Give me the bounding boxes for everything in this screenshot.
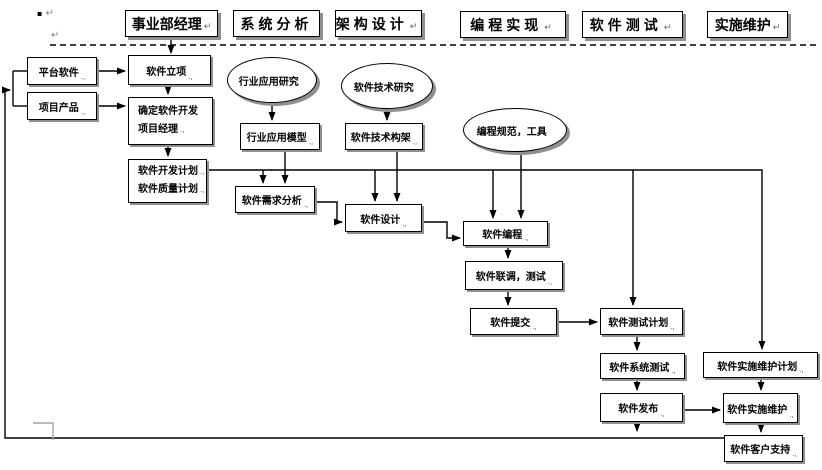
node-label: 软件立项 (146, 66, 187, 78)
lane-label: 实施维护 (714, 17, 771, 34)
node-software-coding: 软件编程., (463, 221, 548, 246)
pilcrow-icon: ↵ (51, 30, 60, 41)
paragraph-mark: ▪ ↵ (37, 9, 54, 19)
node-implementation-maintenance: 软件实施维护., (723, 393, 798, 423)
node-label: 软件客户支持 (730, 445, 791, 456)
eol-mark: ., (200, 167, 205, 176)
node-label: 软件技术构架 (350, 133, 411, 144)
eol-mark: ., (415, 97, 421, 105)
node-software-submission: 软件提交., (470, 308, 557, 335)
ellipse-label: 行业应用研究 (238, 76, 299, 88)
node-label: 软件提交 (490, 318, 531, 329)
node-label: 软件设计 (360, 214, 401, 226)
node-industry-application-model: 行业应用模型., (240, 123, 320, 150)
lane-label: 事业部经理 (131, 16, 202, 33)
lane-label: 软件测试 (589, 17, 662, 34)
node-assign-project-manager: 确定软件开发 项目经理., (128, 97, 213, 145)
node-label: 软件测试计划 (608, 318, 669, 329)
node-label: 软件需求分析 (241, 196, 302, 207)
node-implementation-maintenance-plan: 软件实施维护计划., (703, 352, 818, 378)
node-software-requirements-analysis: 软件需求分析., (235, 186, 315, 213)
eol-mark: ., (792, 450, 797, 458)
eol-mark: ., (188, 73, 193, 81)
eol-mark: ., (660, 410, 665, 418)
eol-mark: ↵ (663, 23, 676, 33)
eol-mark: ., (524, 234, 529, 242)
node-platform-software: 平台软件., (27, 57, 97, 85)
node-software-initiation: 软件立项., (128, 55, 211, 85)
node-joint-debugging-testing: 软件联调，测试., (465, 261, 563, 290)
node-software-system-test: 软件系统测试., (600, 353, 685, 379)
eol-mark: ., (300, 91, 306, 99)
eol-mark: ., (789, 411, 794, 419)
connector-design-to-coding (422, 221, 461, 242)
eol-mark: ., (80, 108, 86, 116)
eol-mark: ., (670, 323, 675, 331)
ellipse-coding-standards-tools: 编程规范，工具., (463, 108, 567, 152)
node-label-line2: 项目经理., (138, 124, 185, 135)
node-customer-support: 软件客户支持., (724, 435, 803, 462)
eol-mark: ., (548, 140, 554, 148)
eol-mark: ↵ (544, 23, 556, 33)
node-label: 行业应用模型 (246, 133, 307, 144)
eol-mark: ., (412, 138, 418, 146)
node-software-technical-framework: 软件技术构架., (345, 123, 423, 150)
node-label: 软件联调，测试 (475, 272, 546, 283)
eol-mark: ., (532, 323, 537, 331)
lane-header-testing: 软件测试↵ (582, 11, 683, 38)
node-label: 软件实施维护计划 (717, 361, 798, 373)
gray-elbow-artifact (33, 422, 54, 440)
node-software-design: 软件设计., (345, 204, 422, 232)
lane-label: 编程实现 (470, 17, 543, 34)
node-label-line1: 软件开发计划., (138, 165, 205, 177)
eol-mark: ., (200, 186, 205, 194)
eol-mark: ., (671, 367, 676, 375)
bullet-square-icon: ▪ (37, 9, 43, 18)
lane-header-manager: 事业部经理↵ (125, 10, 218, 37)
lane-header-maintenance: 实施维护↵ (707, 11, 788, 38)
node-label: 平台软件 (38, 67, 79, 79)
eol-mark: ↵ (772, 23, 781, 33)
paragraph-mark: ↵ (51, 31, 59, 41)
lane-header-coding: 编程实现↵ (460, 11, 566, 38)
node-software-test-plan: 软件测试计划., (600, 308, 683, 335)
eol-mark: ., (308, 138, 314, 146)
eol-mark: ↵ (409, 22, 422, 32)
lane-label: 架构设计 (335, 16, 408, 33)
ellipse-software-technology-research: 软件技术研究., (341, 63, 433, 109)
eol-mark: ., (547, 278, 553, 286)
eol-mark: ., (799, 366, 804, 374)
ellipse-label: 编程规范，工具 (476, 126, 547, 138)
node-project-product: 项目产品., (27, 92, 97, 120)
lane-label: 系统分析 (240, 16, 313, 33)
lane-header-architecture: 架构设计↵ (335, 10, 422, 37)
node-label: 软件实施维护 (727, 404, 788, 416)
eol-mark: ., (402, 220, 407, 228)
eol-mark: ↵ (203, 22, 212, 32)
eol-mark: ., (80, 73, 86, 81)
eol-mark: ., (180, 126, 185, 134)
lane-header-analysis: 系统分析 (233, 10, 320, 37)
node-label: 软件系统测试 (609, 362, 670, 374)
eol-mark: ., (303, 201, 309, 209)
node-label-line2: 软件质量计划., (138, 184, 205, 195)
node-label: 软件发布 (618, 404, 659, 415)
node-label: 项目产品 (38, 102, 79, 114)
ellipse-label: 软件技术研究 (353, 82, 414, 94)
node-label-line1: 确定软件开发 (138, 105, 198, 117)
ellipse-industry-application-research: 行业应用研究., (227, 57, 317, 103)
node-software-release: 软件发布., (600, 393, 683, 422)
node-label: 软件编程 (482, 230, 523, 241)
node-development-and-quality-plans: 软件开发计划., 软件质量计划., (128, 159, 207, 203)
connector-requirements-to-design (315, 201, 343, 226)
pilcrow-icon: ↵ (45, 8, 54, 19)
